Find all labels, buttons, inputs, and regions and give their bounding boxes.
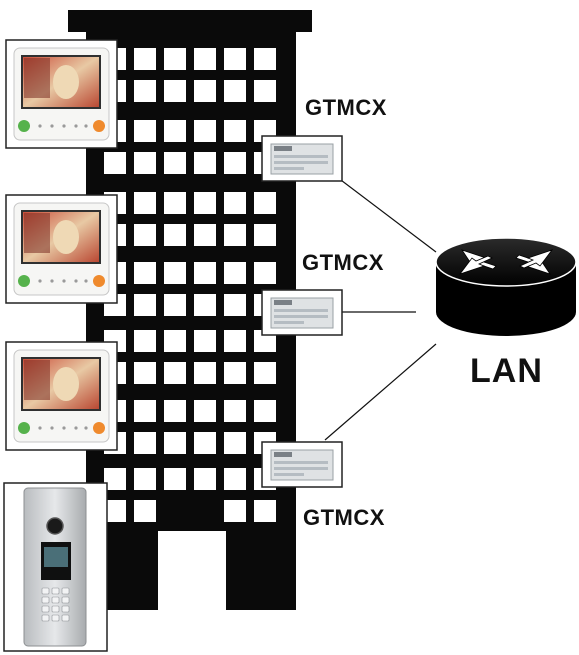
router-icon [435,237,577,336]
window [164,192,186,214]
window [134,120,156,142]
window [134,330,156,352]
window [224,80,246,102]
window [194,362,216,384]
window [194,468,216,490]
window [164,362,186,384]
window [194,330,216,352]
monitor-icon [5,194,118,304]
window [164,152,186,174]
window [164,262,186,284]
window [194,262,216,284]
window [224,262,246,284]
window [254,500,276,522]
window [224,432,246,454]
keypad [41,587,70,622]
door-entry-panel-icon [3,482,108,652]
window [254,400,276,422]
connection-line-top [324,167,437,253]
window [194,120,216,142]
window [194,192,216,214]
window [134,262,156,284]
window [254,224,276,246]
window [104,468,126,490]
window [254,80,276,102]
window [224,362,246,384]
window [164,400,186,422]
window [224,294,246,316]
window [104,152,126,174]
gtmcx-module-icon [261,441,343,488]
network-connections [324,167,437,441]
gtmcx-label-middle: GTMCX [302,250,384,275]
window [134,80,156,102]
gtmcx-module-icon [261,135,343,182]
window [224,224,246,246]
window [134,48,156,70]
window [224,330,246,352]
gtmcx-label-bottom: GTMCX [303,505,385,530]
window [134,362,156,384]
window [254,362,276,384]
window [224,120,246,142]
window [194,294,216,316]
window [194,432,216,454]
window [164,432,186,454]
window [224,500,246,522]
window [104,500,126,522]
window [254,262,276,284]
window [164,330,186,352]
window [224,468,246,490]
window [224,192,246,214]
gtmcx-label-top: GTMCX [305,95,387,120]
monitor-icon [5,39,118,149]
monitor-icon [5,341,118,451]
gtmcx-module-icon [261,289,343,336]
window [194,152,216,174]
window [164,294,186,316]
building-doorway [158,531,226,615]
window [134,152,156,174]
window [224,152,246,174]
window [224,400,246,422]
window [164,48,186,70]
window [224,48,246,70]
window [164,468,186,490]
window [194,48,216,70]
window [134,400,156,422]
building-roof [68,10,312,32]
window [134,468,156,490]
window [164,120,186,142]
window [194,80,216,102]
window [164,80,186,102]
window [134,500,156,522]
window [194,224,216,246]
window [254,48,276,70]
connection-line-bottom [324,343,437,441]
lan-label: LAN [470,352,543,390]
window [254,192,276,214]
monitors [5,39,118,451]
window [134,294,156,316]
window [134,192,156,214]
window [134,224,156,246]
window [194,400,216,422]
window [134,432,156,454]
gtmcx-modules [261,135,343,488]
window [164,224,186,246]
